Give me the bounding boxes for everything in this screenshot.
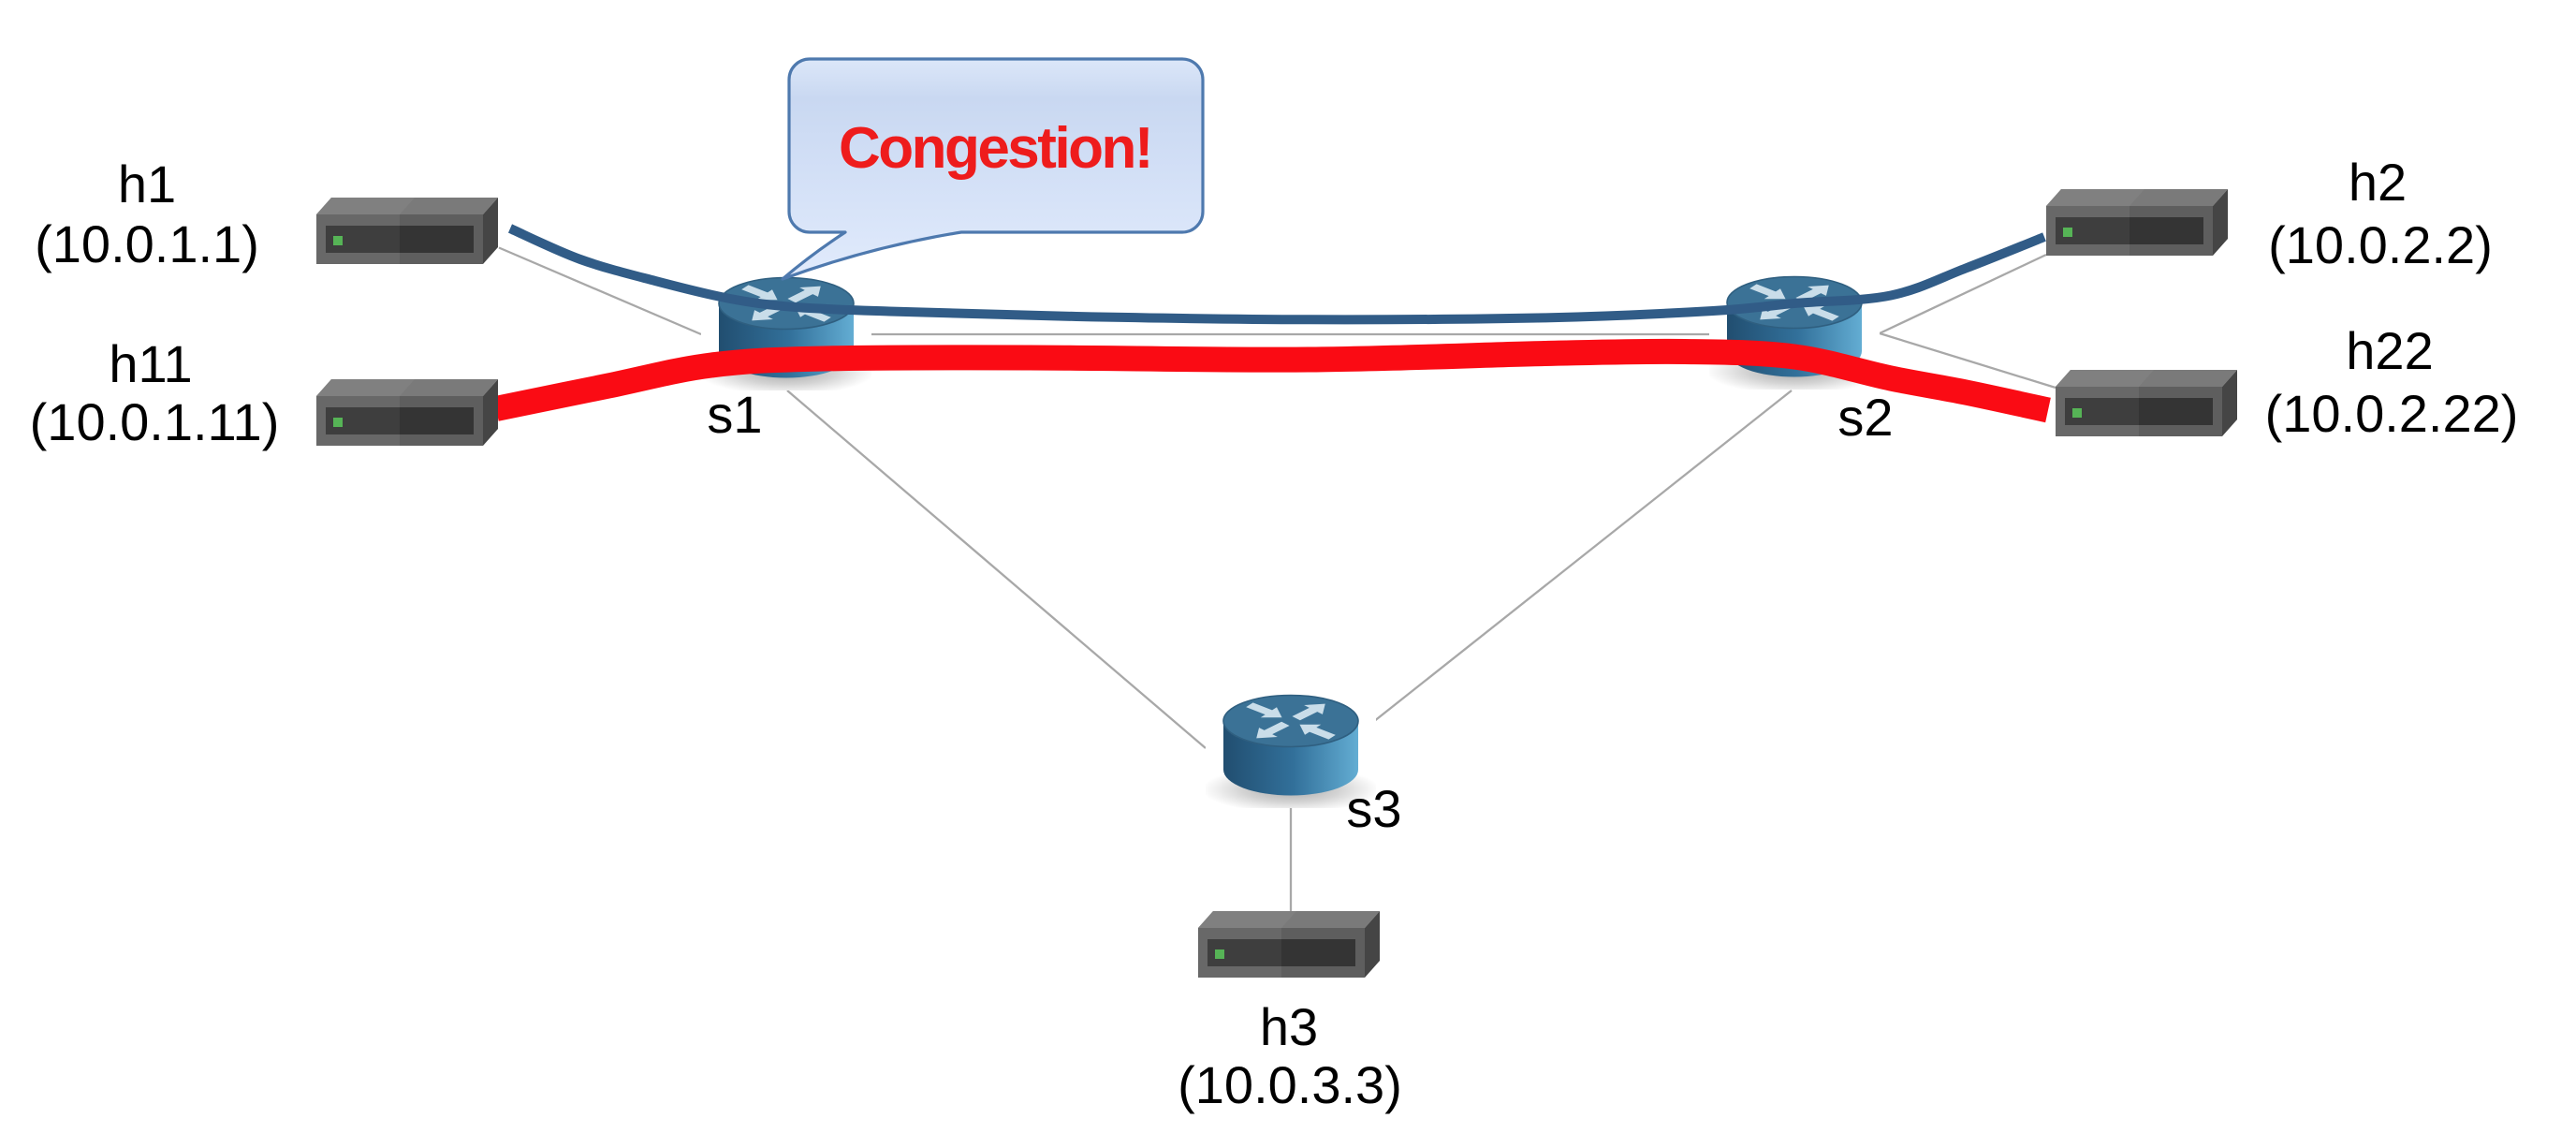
svg-text:(10.0.1.11): (10.0.1.11) — [30, 392, 280, 451]
svg-text:h22: h22 — [2346, 321, 2433, 380]
svg-text:s3: s3 — [1346, 779, 1401, 838]
svg-text:(10.0.2.22): (10.0.2.22) — [2265, 384, 2519, 443]
svg-text:s1: s1 — [707, 385, 762, 444]
svg-text:Congestion!: Congestion! — [839, 116, 1151, 181]
svg-text:(10.0.3.3): (10.0.3.3) — [1178, 1055, 1402, 1114]
svg-text:(10.0.1.1): (10.0.1.1) — [35, 214, 259, 273]
svg-text:s2: s2 — [1837, 388, 1893, 447]
svg-text:h1: h1 — [118, 155, 176, 213]
svg-text:h11: h11 — [109, 334, 192, 393]
svg-text:h2: h2 — [2349, 153, 2407, 212]
svg-text:(10.0.2.2): (10.0.2.2) — [2268, 215, 2493, 274]
svg-text:h3: h3 — [1260, 997, 1318, 1056]
